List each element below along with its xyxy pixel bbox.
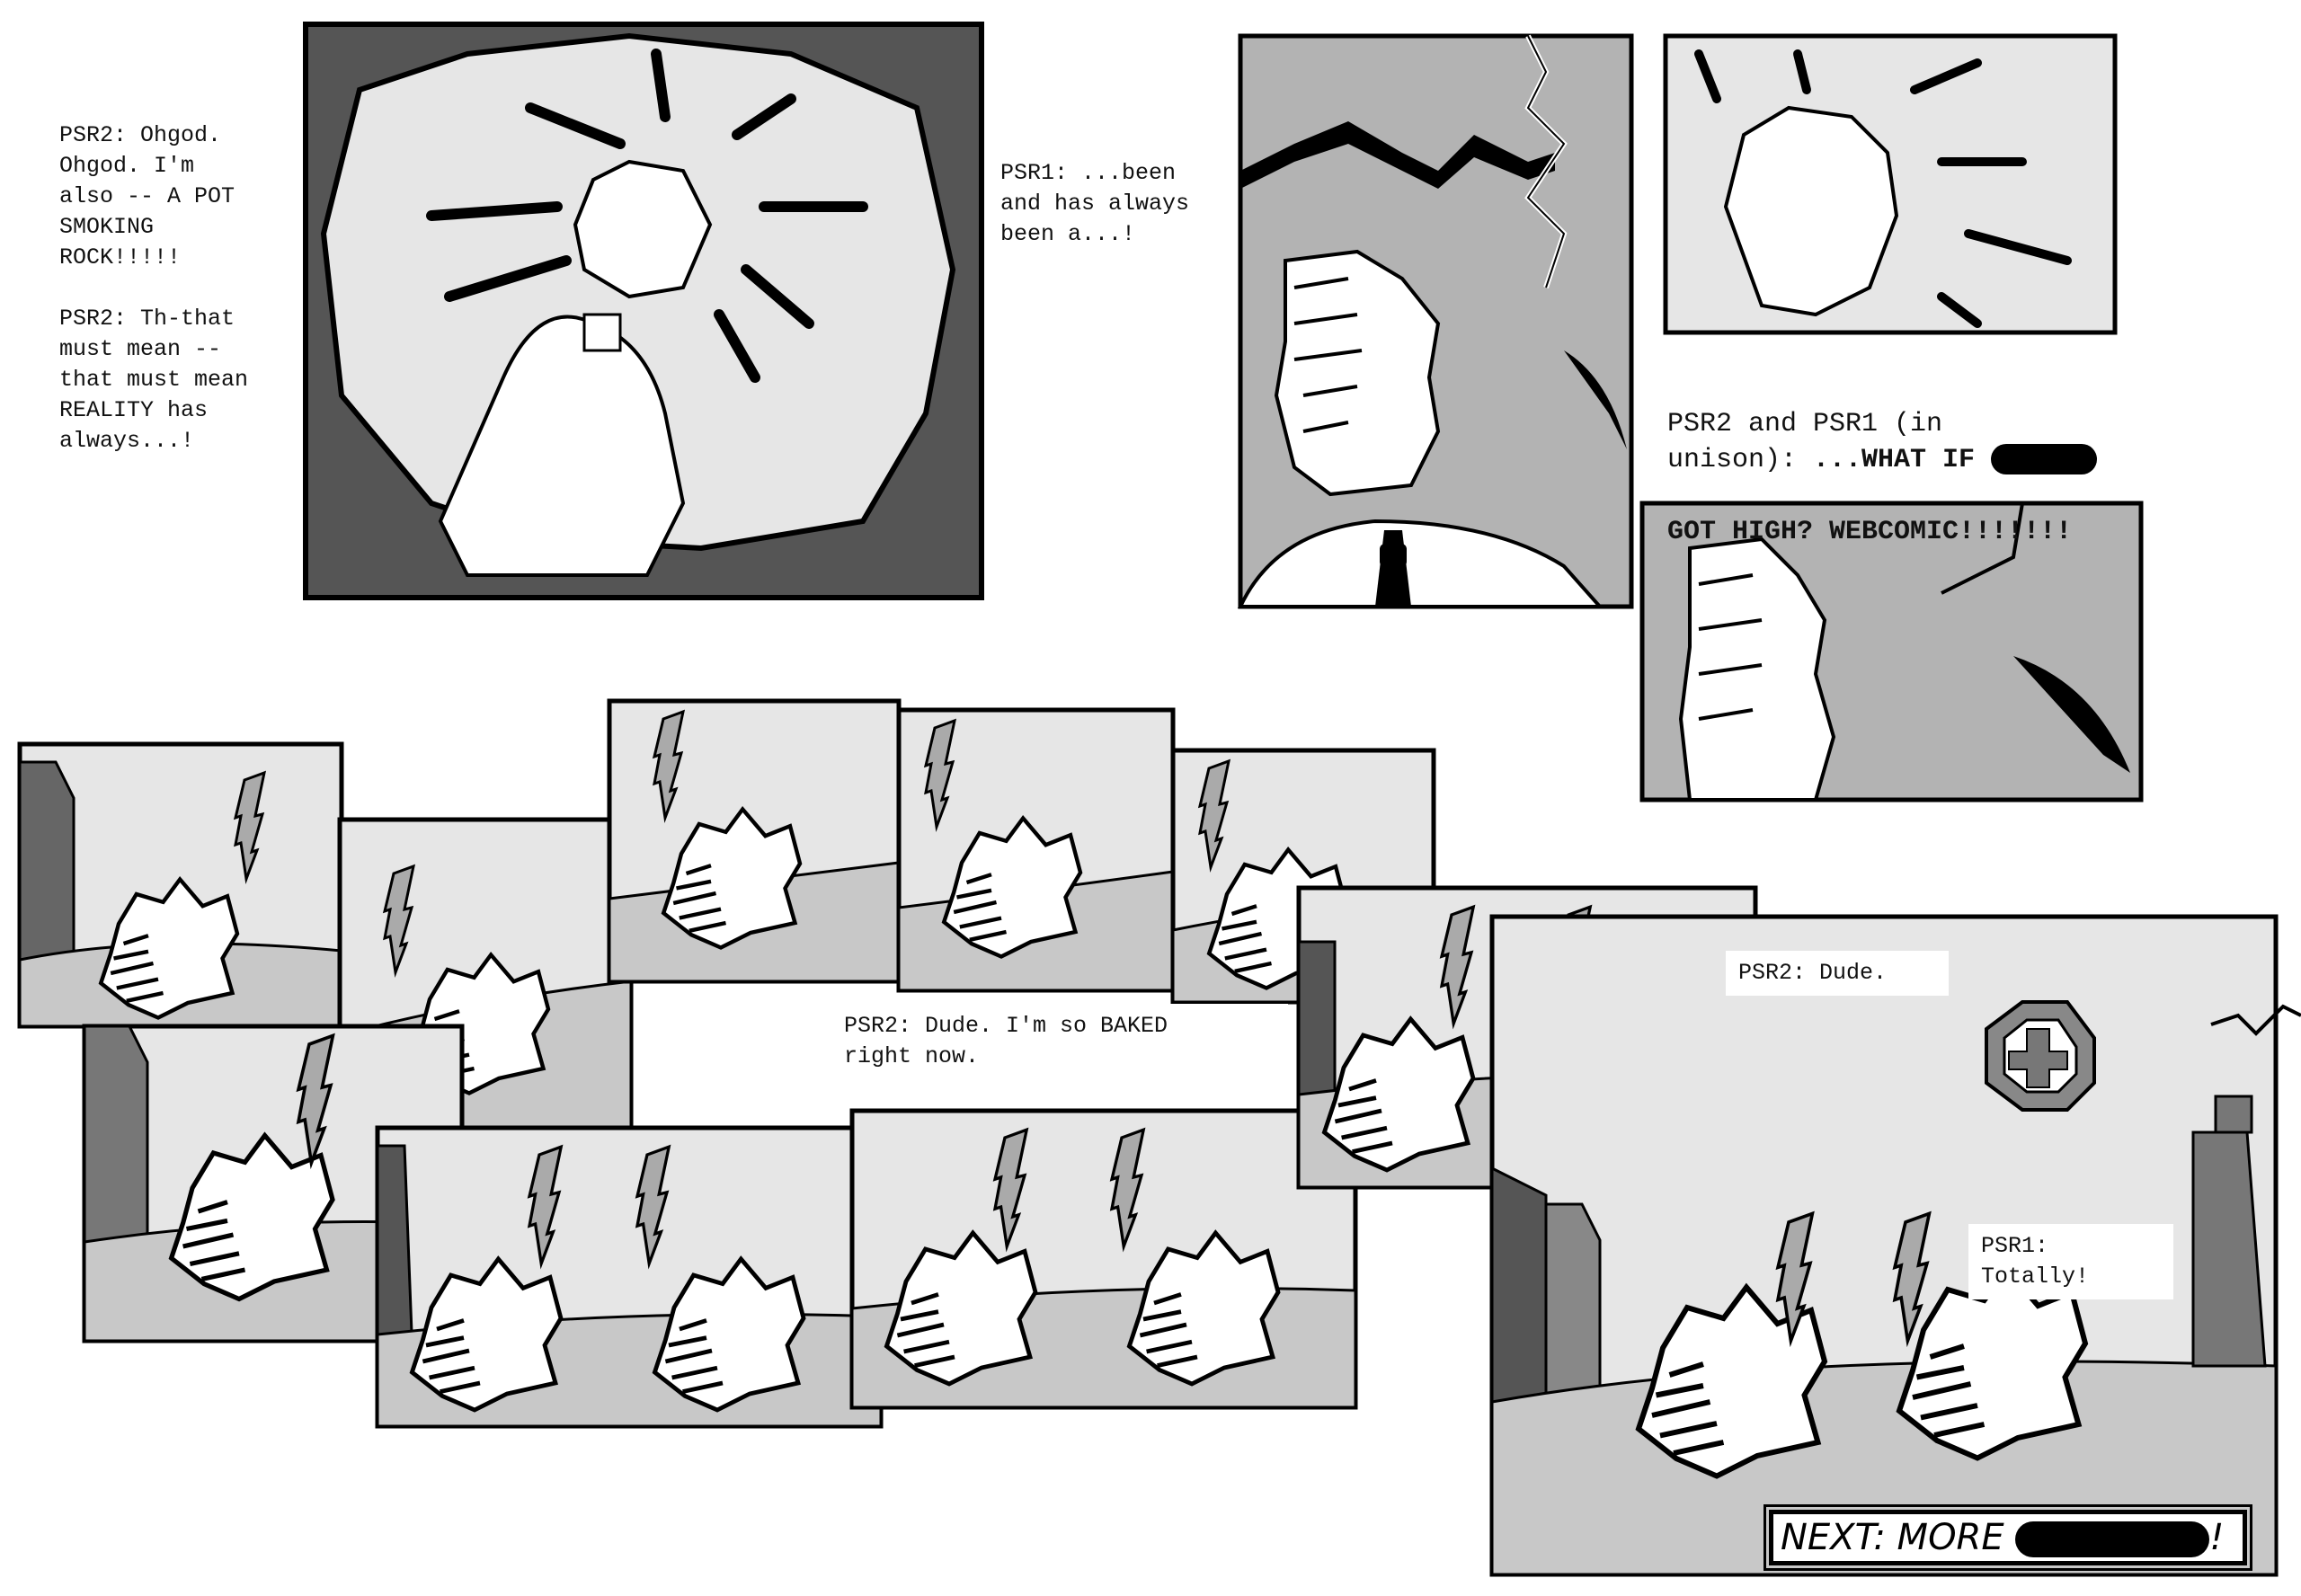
panel-strip-5 — [896, 707, 1176, 993]
redaction-bar — [1991, 444, 2098, 475]
panel-rock-revelation — [303, 22, 984, 600]
panel-strip-4 — [607, 698, 902, 984]
caption-psr1-totally: PSR1: Totally! — [1968, 1224, 2173, 1299]
panel-finale — [1489, 914, 2301, 1577]
caption-psr1-been: PSR1: ...been and has always been a...! — [1000, 160, 1190, 247]
caption-unison: PSR2 and PSR1 (in unison): ...WHAT IF GO… — [1667, 370, 2098, 550]
panel-psr1-closeup — [1237, 33, 1634, 609]
caption-psr2-revelation: PSR2: Ohgod. Ohgod. I'm also -- A POT SM… — [59, 122, 249, 454]
caption-psr2-dude: PSR2: Dude. — [1726, 951, 1949, 996]
next-teaser: NEXT: MORE ! — [1764, 1504, 2252, 1571]
caption-psr2-baked: PSR2: Dude. I'm so BAKED right now. — [831, 1004, 1288, 1079]
panel-rock-burst — [1663, 33, 2118, 335]
next-redaction-bar — [2015, 1521, 2210, 1557]
panel-strip-8 — [849, 1108, 1358, 1410]
caption-unison-lead: PSR2 and PSR1 (in unison): — [1667, 409, 1943, 475]
panel-psr1-side — [1639, 501, 2144, 802]
next-teaser-prefix: NEXT: MORE — [1781, 1517, 2016, 1558]
panel-strip-7 — [375, 1125, 884, 1429]
next-teaser-suffix: ! — [2209, 1517, 2225, 1558]
caption-unison-bold2: GOT HIGH? WEBCOMIC!!!!!!! — [1667, 517, 2073, 547]
caption-unison-bold1: ...WHAT IF — [1813, 445, 1992, 475]
panel-strip-1 — [17, 741, 344, 1029]
